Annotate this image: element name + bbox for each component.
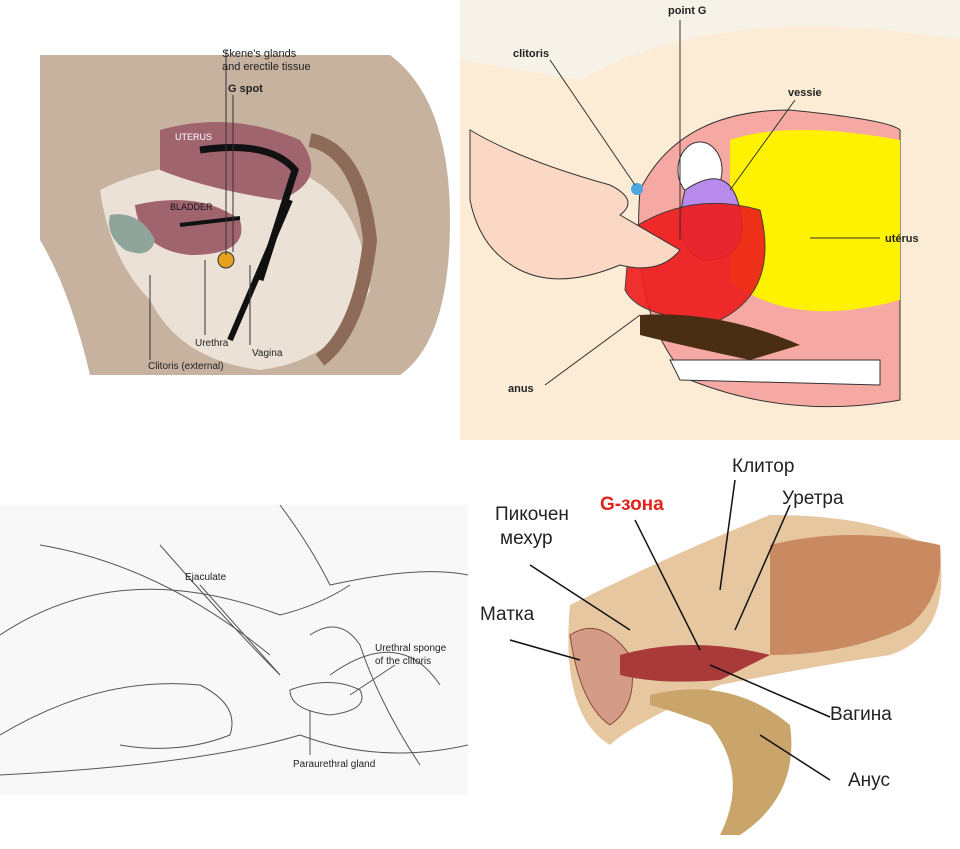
diagram-french: point G clitoris vessie utérus anus [460, 0, 960, 440]
bulgarian-anatomy-illustration [509, 479, 942, 835]
label-uterus-fr: utérus [885, 233, 919, 245]
label-bladder: BLADDER [170, 202, 213, 212]
label-g-spot: G spot [228, 83, 263, 95]
label-skenes-glands: Skene's glands [222, 48, 297, 60]
diagram-sketch: Ejaculate Urethral sponge of the clitori… [0, 505, 468, 795]
label-ejaculate: Ejaculate [185, 572, 227, 583]
label-urethra: Urethra [195, 338, 229, 349]
label-uterus: UTERUS [175, 132, 213, 142]
diagram-english: Skene's glands and erectile tissue G spo… [30, 40, 460, 380]
label-clitoris: Clitoris (external) [148, 361, 224, 372]
label-anus-bg: Анус [848, 770, 890, 791]
label-point-g: point G [668, 5, 707, 17]
diagram-bulgarian: G-зона Пикочен мехур Клитор Уретра Матка… [470, 455, 960, 849]
label-clitoris-fr: clitoris [513, 48, 550, 60]
label-vagina-bg: Вагина [830, 704, 892, 725]
french-anatomy-illustration [460, 0, 960, 440]
sketch-illustration [0, 505, 468, 795]
label-urethral-sponge: Urethral sponge [375, 643, 447, 654]
label-bladder-bg-2: мехур [500, 528, 553, 549]
label-uterus-bg: Матка [480, 604, 535, 625]
label-paraurethral-gland: Paraurethral gland [293, 759, 376, 770]
label-skenes-glands-2: and erectile tissue [222, 61, 311, 73]
label-vagina: Vagina [252, 348, 283, 359]
label-g-zone: G-зона [600, 494, 664, 515]
label-vessie: vessie [788, 87, 822, 99]
label-anus-fr: anus [508, 383, 534, 395]
label-urethral-sponge-2: of the clitoris [375, 656, 432, 667]
english-anatomy-illustration [40, 50, 450, 375]
label-clitoris-bg: Клитор [732, 456, 795, 477]
label-urethra-bg: Уретра [782, 488, 844, 509]
label-bladder-bg: Пикочен [495, 504, 569, 525]
